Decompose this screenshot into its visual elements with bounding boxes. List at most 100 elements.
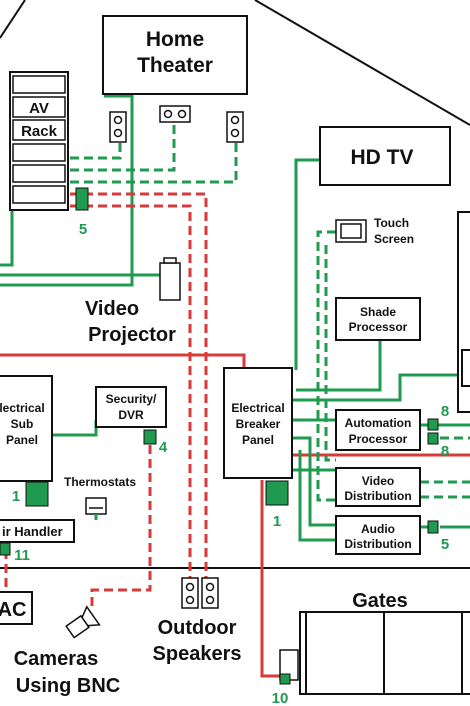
audio-port bbox=[427, 520, 439, 534]
speaker-icon bbox=[159, 105, 191, 123]
rack-slot bbox=[12, 96, 66, 118]
red-dashed-wire bbox=[70, 192, 208, 580]
outdoor-speakers-label: Speakers bbox=[153, 643, 242, 665]
cameras-label: Cameras bbox=[14, 648, 99, 670]
automation-port-number: 8 bbox=[441, 443, 449, 460]
green-wire bbox=[298, 450, 336, 542]
electrical-breaker-panel-label: Breaker bbox=[236, 417, 281, 431]
home-theater-box bbox=[102, 15, 248, 95]
automation-processor-box bbox=[335, 409, 421, 451]
av-rack-label: AV bbox=[29, 100, 49, 117]
shade-processor-label: Processor bbox=[349, 320, 408, 334]
green-dashed-wire bbox=[70, 143, 122, 160]
thermostat-icon bbox=[85, 497, 107, 515]
hd-tv-box bbox=[319, 126, 451, 186]
hd-tv-label: HD TV bbox=[351, 146, 414, 169]
thermostats-label: Thermostats bbox=[64, 475, 136, 489]
camera-icon bbox=[65, 605, 101, 639]
outdoor-speaker-icon bbox=[201, 577, 219, 609]
ac-label: AC bbox=[0, 599, 26, 621]
red-dashed-wire bbox=[70, 204, 192, 580]
automation-port-number: 8 bbox=[441, 403, 449, 420]
green-wire bbox=[292, 373, 462, 402]
outdoor-speaker-icon bbox=[181, 577, 199, 609]
speaker-icon bbox=[226, 111, 244, 143]
air-handler-port bbox=[0, 542, 11, 556]
automation-port bbox=[427, 432, 439, 445]
video-distribution-label: Distribution bbox=[344, 489, 411, 503]
electrical-breaker-panel-label: Electrical bbox=[231, 401, 284, 415]
video-projector-label: Projector bbox=[88, 324, 176, 346]
red-wire bbox=[0, 353, 246, 368]
audio-distribution-label: Audio bbox=[361, 522, 395, 536]
gates-label: Gates bbox=[352, 590, 408, 612]
security-dvr-label: Security/ bbox=[106, 392, 157, 406]
projector-icon bbox=[159, 257, 181, 301]
sub-panel-port-number: 1 bbox=[12, 488, 20, 505]
security-port-number: 4 bbox=[159, 439, 168, 456]
green-wire bbox=[52, 420, 98, 437]
rack-slot bbox=[12, 164, 66, 183]
outdoor-speakers-label: Outdoor bbox=[158, 617, 237, 639]
green-wire bbox=[0, 190, 14, 267]
air-handler-port-number: 11 bbox=[14, 547, 30, 564]
house-roof bbox=[254, 0, 470, 126]
green-wire bbox=[294, 158, 320, 370]
av-rack-port bbox=[75, 187, 89, 211]
green-dashed-wire bbox=[324, 245, 336, 462]
video-distribution-label: Video bbox=[362, 474, 394, 488]
gates-port-number: 10 bbox=[272, 690, 289, 706]
rack-slot bbox=[12, 119, 66, 141]
rack-slot bbox=[12, 185, 66, 204]
touch-screen-label: Screen bbox=[374, 232, 414, 246]
audio-distribution-label: Distribution bbox=[344, 537, 411, 551]
automation-processor-label: Processor bbox=[349, 432, 408, 446]
air-handler-label: ir Handler bbox=[2, 524, 63, 539]
ac-box bbox=[0, 591, 33, 625]
electrical-breaker-panel-box bbox=[223, 367, 293, 479]
video-projector-label: Video bbox=[85, 298, 139, 320]
air-handler-box bbox=[0, 519, 75, 543]
automation-port bbox=[427, 418, 439, 431]
home-theater-label: Home bbox=[146, 28, 204, 51]
rack-slot bbox=[12, 143, 66, 162]
breaker-port-number: 1 bbox=[273, 513, 281, 530]
shade-processor-box bbox=[335, 297, 421, 341]
electrical-sub-panel-box bbox=[0, 375, 53, 482]
audio-distribution-box bbox=[335, 515, 421, 555]
green-wire bbox=[296, 340, 382, 392]
sub-panel-port bbox=[25, 481, 49, 507]
green-dashed-wire bbox=[70, 124, 176, 172]
automation-processor-label: Automation bbox=[345, 416, 412, 430]
security-dvr-label: DVR bbox=[118, 408, 144, 422]
house-roof bbox=[0, 0, 26, 39]
audio-port-number: 5 bbox=[441, 536, 449, 553]
green-dashed-wire bbox=[316, 230, 336, 502]
green-dashed-wire bbox=[70, 143, 238, 184]
security-dvr-box bbox=[95, 386, 167, 428]
right-edge-device bbox=[461, 349, 470, 387]
security-port bbox=[143, 429, 157, 445]
rack-slot bbox=[12, 75, 66, 94]
electrical-sub-panel-label: Sub bbox=[11, 417, 34, 431]
breaker-port bbox=[265, 480, 289, 506]
red-wire bbox=[260, 480, 280, 678]
av-rack-label: Rack bbox=[21, 123, 58, 140]
green-wire bbox=[0, 94, 134, 287]
cameras-label: Using BNC bbox=[16, 675, 120, 697]
green-wire bbox=[292, 436, 336, 527]
red-dashed-wire bbox=[90, 445, 152, 610]
gates-port bbox=[279, 673, 291, 685]
electrical-breaker-panel-label: Panel bbox=[242, 433, 274, 447]
touch-screen-label: Touch bbox=[374, 216, 409, 230]
speaker-icon bbox=[109, 111, 127, 143]
electrical-sub-panel-label: Panel bbox=[6, 433, 38, 447]
electrical-sub-panel-label: lectrical bbox=[0, 401, 45, 415]
video-distribution-box bbox=[335, 467, 421, 507]
shade-processor-label: Shade bbox=[360, 305, 396, 319]
home-theater-label: Theater bbox=[137, 54, 213, 77]
touch-screen-display bbox=[340, 223, 362, 239]
av-rack-port-number: 5 bbox=[79, 221, 87, 238]
gate-icon bbox=[299, 611, 470, 695]
